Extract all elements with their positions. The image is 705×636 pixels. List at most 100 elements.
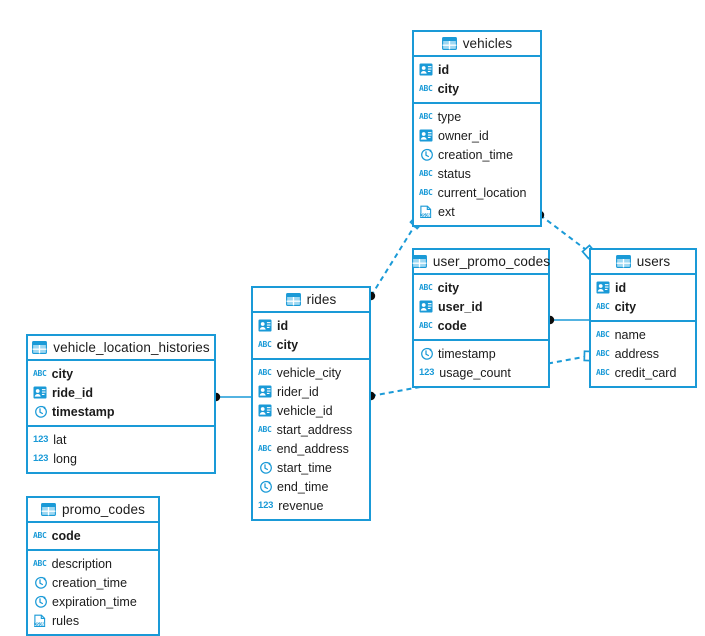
column-row-creation_time[interactable]: creation_time	[28, 573, 158, 592]
column-row-timestamp[interactable]: timestamp	[414, 344, 548, 363]
column-row-id[interactable]: id	[591, 278, 695, 297]
column-row-ext[interactable]: JSON ext	[414, 202, 540, 221]
entity-title: vehicle_location_histories	[53, 340, 210, 355]
table-icon	[441, 37, 457, 50]
column-name: start_time	[277, 460, 332, 475]
column-name: credit_card	[614, 365, 677, 380]
column-name: ride_id	[52, 385, 93, 400]
column-name: id	[438, 62, 450, 77]
column-row-usage_count[interactable]: 123 usage_count	[414, 363, 548, 382]
relationship-vehicle_location_histories-to-rides[interactable]	[211, 392, 251, 402]
column-row-expiration_time[interactable]: expiration_time	[28, 592, 158, 611]
abc-string-icon: ABC	[596, 330, 610, 339]
column-name: ext	[438, 204, 455, 219]
column-name: city	[437, 81, 460, 96]
column-row-long[interactable]: 123 long	[28, 449, 214, 468]
column-name: vehicle_id	[277, 403, 333, 418]
column-row-id[interactable]: id	[253, 316, 369, 335]
table-icon	[32, 341, 48, 354]
123-number-icon: 123	[258, 500, 274, 511]
clock-timestamp-icon	[33, 576, 47, 590]
column-name: expiration_time	[52, 594, 137, 609]
column-name: status	[437, 166, 471, 181]
relationship-user_promo_codes-to-users[interactable]	[545, 315, 589, 325]
abc-string-icon: ABC	[596, 302, 610, 311]
uuid-key-icon	[258, 385, 272, 398]
column-row-ride_id[interactable]: ride_id	[28, 383, 214, 402]
column-row-start_time[interactable]: start_time	[253, 458, 369, 477]
column-row-description[interactable]: ABC description	[28, 554, 158, 573]
abc-string-icon: ABC	[419, 84, 433, 93]
column-name: usage_count	[439, 365, 511, 380]
entity-title: promo_codes	[62, 502, 145, 517]
clock-timestamp-icon	[258, 461, 272, 475]
entity-header-vehicles[interactable]: vehicles	[414, 32, 540, 57]
column-name: city	[437, 280, 460, 295]
column-row-owner_id[interactable]: owner_id	[414, 126, 540, 145]
clock-timestamp-icon	[33, 595, 47, 609]
entity-header-promo_codes[interactable]: promo_codes	[28, 498, 158, 523]
abc-string-icon: ABC	[33, 559, 47, 568]
column-row-rider_id[interactable]: rider_id	[253, 382, 369, 401]
column-name: current_location	[437, 185, 527, 200]
column-name: revenue	[278, 498, 324, 513]
json-icon: JSON	[419, 205, 433, 219]
column-name: address	[614, 346, 660, 361]
column-name: creation_time	[52, 575, 128, 590]
123-number-icon: 123	[419, 367, 435, 378]
clock-timestamp-icon	[258, 480, 272, 494]
column-row-creation_time[interactable]: creation_time	[414, 145, 540, 164]
column-name: owner_id	[438, 128, 489, 143]
entity-header-user_promo_codes[interactable]: user_promo_codes	[411, 250, 550, 275]
entity-header-vehicle_location_histories[interactable]: vehicle_location_histories	[28, 336, 214, 361]
abc-string-icon: ABC	[258, 425, 272, 434]
abc-string-icon: ABC	[33, 531, 47, 540]
column-row-user_id[interactable]: user_id	[414, 297, 548, 316]
entity-header-rides[interactable]: rides	[253, 288, 369, 313]
column-name: user_id	[438, 299, 483, 314]
column-row-city[interactable]: ABC city	[414, 79, 540, 98]
column-row-id[interactable]: id	[414, 60, 540, 79]
uuid-key-icon	[596, 281, 610, 294]
column-row-vehicle_id[interactable]: vehicle_id	[253, 401, 369, 420]
column-name: description	[51, 556, 113, 571]
abc-string-icon: ABC	[258, 444, 272, 453]
column-row-timestamp[interactable]: timestamp	[28, 402, 214, 421]
column-row-end_time[interactable]: end_time	[253, 477, 369, 496]
column-name: vehicle_city	[276, 365, 342, 380]
column-row-revenue[interactable]: 123 revenue	[253, 496, 369, 515]
entity-header-users[interactable]: users	[591, 250, 695, 275]
column-name: long	[53, 451, 77, 466]
123-number-icon: 123	[33, 434, 49, 445]
123-number-icon: 123	[33, 453, 49, 464]
